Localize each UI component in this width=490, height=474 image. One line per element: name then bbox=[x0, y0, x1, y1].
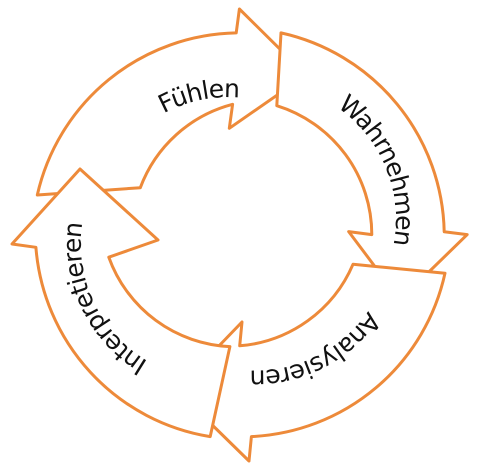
cycle-arrow-feeling bbox=[35, 7, 308, 197]
cycle-arrow-perceiving bbox=[275, 31, 469, 302]
cycle-arrow-interpreting bbox=[10, 167, 232, 439]
cycle-arrow-analyzing bbox=[175, 262, 447, 463]
